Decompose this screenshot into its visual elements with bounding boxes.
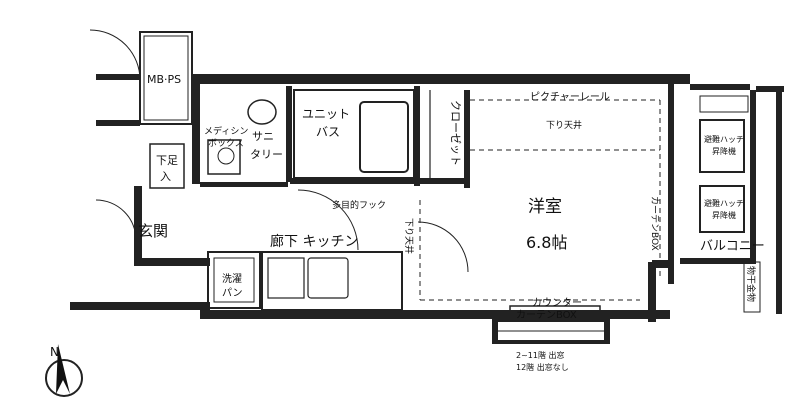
- balcony-label: バルコニー: [700, 239, 765, 254]
- counter-label: カウンター: [532, 297, 582, 309]
- floor-note-1: 2~11階 出窓: [516, 350, 565, 360]
- washer-pan-label-2: パン: [222, 287, 243, 299]
- shoe-box-label-2: 入: [160, 170, 171, 183]
- evac-hatch-1-label-b: 昇降機: [712, 146, 736, 156]
- unit-bath-label-1: ユニット: [302, 107, 350, 121]
- medicine-box-label-1: メディシン: [204, 125, 248, 137]
- washer-pan-label-1: 洗濯: [222, 273, 242, 285]
- evac-hatch-2-label-b: 昇降機: [712, 210, 736, 220]
- sanitary-label-2: タリー: [250, 148, 283, 161]
- unit-bath-label-2: バス: [316, 125, 340, 139]
- mbps-label: MB·PS: [147, 73, 181, 86]
- compass-north-label: N: [50, 345, 59, 359]
- walls: [70, 29, 784, 344]
- sagari-ceiling-side-label: 下り天井: [403, 218, 415, 254]
- drying-rack-label: 物干金物: [745, 266, 757, 302]
- room-labels: MB·PS ユニット バス クローゼット ピクチャーレール 下り天井 サニ タリ…: [138, 73, 765, 372]
- sagari-ceiling-top-label: 下り天井: [546, 119, 582, 131]
- medicine-box-label-2: ボックス: [208, 138, 244, 149]
- youshitsu-label: 洋室: [528, 197, 562, 217]
- sanitary-label-1: サニ: [252, 130, 274, 143]
- evac-hatch-2-label-a: 避難ハッチ: [704, 198, 744, 208]
- corridor-kitchen-label: 廊下 キッチン: [270, 233, 358, 250]
- multi-hook-label: 多目的フック: [332, 199, 386, 211]
- curtain-box-bottom-label: カーテンBOX: [516, 309, 577, 321]
- compass: N: [45, 344, 83, 397]
- floor-note-2: 12階 出窓なし: [516, 362, 569, 372]
- evac-hatch-1-label-a: 避難ハッチ: [704, 134, 744, 144]
- entrance-label: 玄関: [138, 222, 168, 240]
- curtain-box-side-label: カーテンBOX: [649, 196, 660, 251]
- north-arrow-icon: [56, 344, 70, 394]
- closet-label: クローゼット: [449, 100, 462, 166]
- area-label: 6.8帖: [526, 233, 567, 252]
- shoe-box-label-1: 下足: [156, 154, 178, 167]
- picture-rail-label: ピクチャーレール: [530, 91, 610, 103]
